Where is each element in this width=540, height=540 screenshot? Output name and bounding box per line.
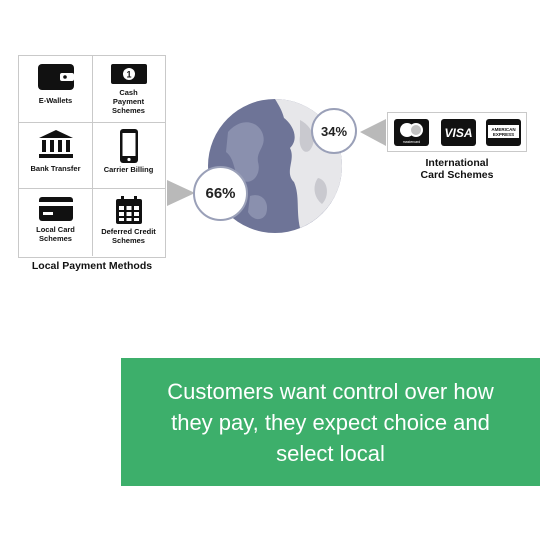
amex-icon: AMERICAN EXPRESS — [486, 119, 521, 146]
svg-text:AMERICAN: AMERICAN — [491, 127, 515, 132]
banner-text: Customers want control over how they pay… — [167, 378, 494, 466]
visa-wordmark: VISA — [444, 126, 472, 140]
method-label: Carrier Billing — [103, 165, 154, 174]
local-share-badge: 66% — [193, 166, 248, 221]
mastercard-wordmark: mastercard — [403, 140, 421, 144]
svg-text:EXPRESS: EXPRESS — [493, 132, 514, 137]
mastercard-icon: mastercard — [394, 119, 429, 146]
method-label: Local Card Schemes — [36, 225, 75, 243]
visa-icon: VISA — [441, 119, 476, 146]
message-banner: Customers want control over how they pay… — [121, 358, 540, 486]
international-share-badge: 34% — [311, 108, 357, 154]
international-cards-title: International Card Schemes — [420, 157, 494, 181]
right-arrow — [360, 119, 386, 146]
method-label: Bank Transfer — [30, 164, 81, 173]
left-arrow — [167, 180, 195, 206]
card-icon — [38, 197, 73, 221]
local-payment-methods-title: Local Payment Methods — [31, 260, 153, 272]
cash-icon: 1 — [110, 64, 147, 84]
method-cash-payment: 1 Cash Payment Schemes — [92, 56, 166, 123]
international-cards-box: mastercard VISA AMERICAN EXPRESS — [387, 112, 527, 152]
phone-icon — [119, 129, 138, 163]
method-label: Deferred Credit Schemes — [101, 227, 156, 245]
method-deferred-credit: Deferred Credit Schemes — [92, 189, 166, 256]
method-local-card: Local Card Schemes — [19, 189, 93, 256]
card-brands: mastercard VISA AMERICAN EXPRESS — [394, 119, 521, 146]
local-payment-methods-grid: E-Wallets 1 Cash Payment Schemes Bank Tr… — [18, 55, 166, 258]
calendar-icon — [115, 196, 142, 224]
wallet-icon — [37, 64, 74, 90]
method-label: E-Wallets — [38, 96, 73, 105]
bank-icon — [38, 130, 73, 158]
method-label: Cash Payment Schemes — [112, 88, 145, 115]
svg-text:1: 1 — [126, 70, 131, 80]
method-carrier-billing: Carrier Billing — [92, 122, 166, 189]
method-bank-transfer: Bank Transfer — [19, 122, 93, 189]
method-e-wallets: E-Wallets — [19, 56, 93, 123]
